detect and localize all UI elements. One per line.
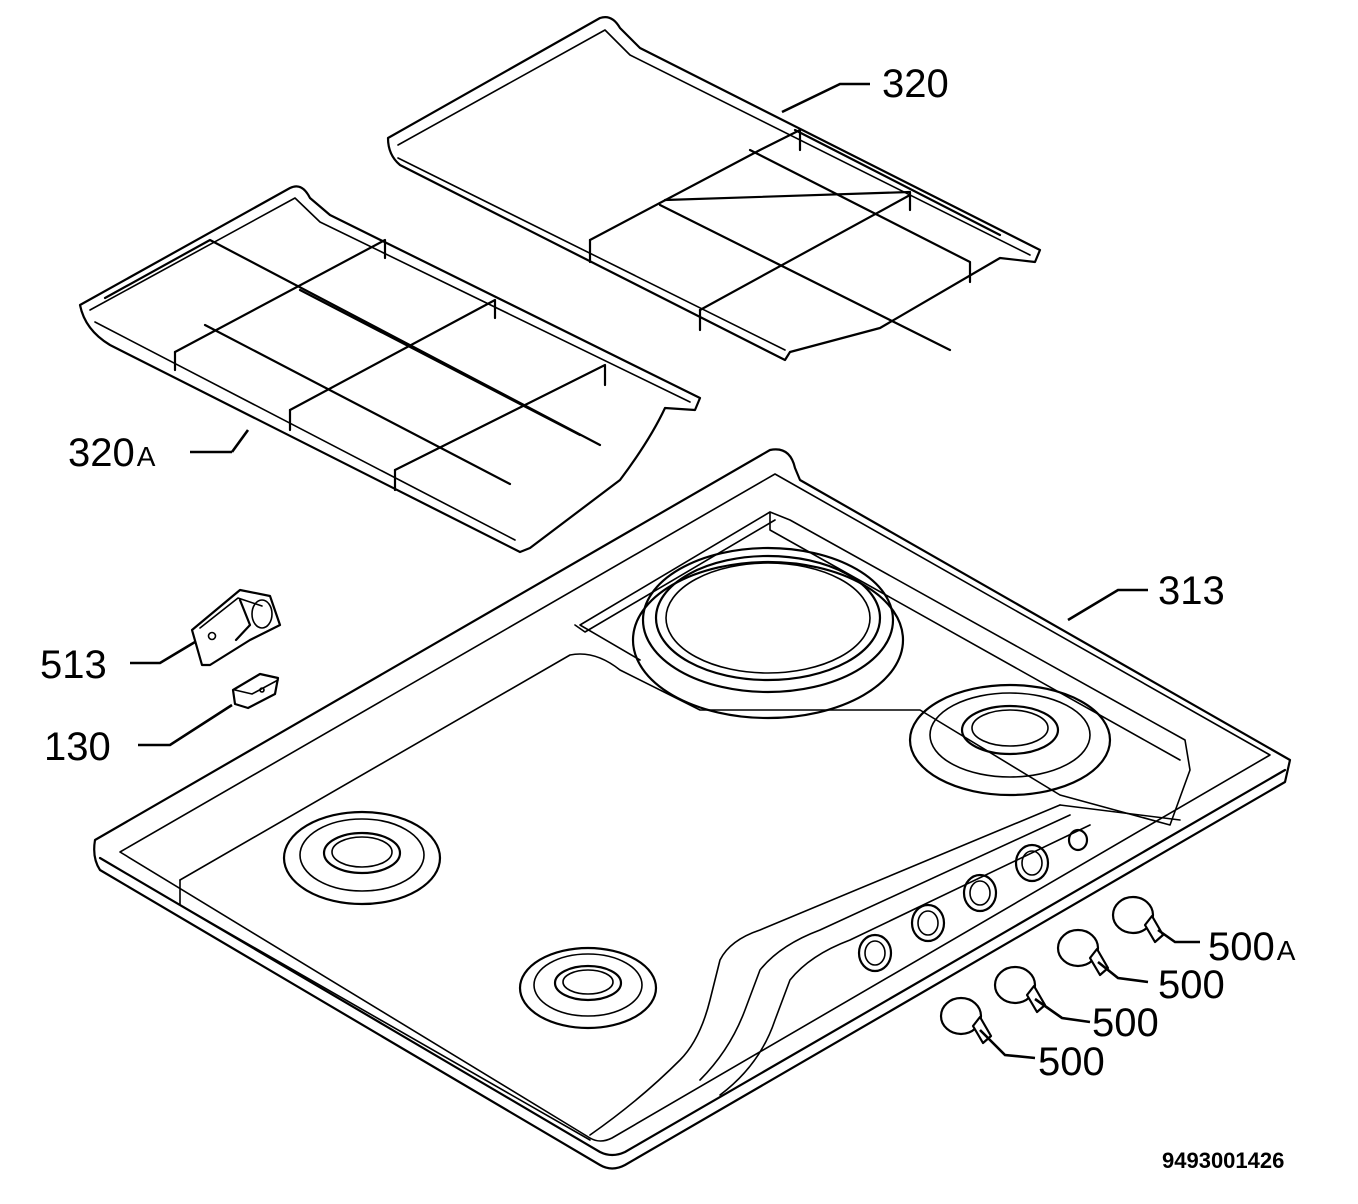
label-500a: 500A <box>1208 925 1296 969</box>
part-labels: 320 320A 313 513 130 500A 500 500 500 94… <box>40 62 1296 1173</box>
control-knobs <box>939 895 1165 1045</box>
knob-500a <box>1111 895 1165 944</box>
document-code: 9493001426 <box>1162 1148 1284 1173</box>
leader-lines <box>130 82 1200 1060</box>
label-320a: 320A <box>68 431 156 475</box>
hob-top-313 <box>93 448 1292 1170</box>
label-130: 130 <box>44 725 111 769</box>
knob-500-3 <box>939 996 993 1045</box>
label-500-3: 500 <box>1038 1040 1105 1084</box>
label-500-1: 500 <box>1158 963 1225 1007</box>
bracket-513 <box>190 588 282 667</box>
pan-support-front-320a <box>78 185 702 554</box>
clip-130 <box>231 672 280 710</box>
label-313: 313 <box>1158 569 1225 613</box>
label-500a-suffix: A <box>1277 935 1296 966</box>
knob-500-1 <box>1056 928 1110 977</box>
label-320: 320 <box>882 62 949 106</box>
label-513: 513 <box>40 643 107 687</box>
label-500-2: 500 <box>1092 1001 1159 1045</box>
label-320a-number: 320 <box>68 431 135 475</box>
knob-holes <box>857 828 1089 973</box>
pan-support-rear-320 <box>386 16 1042 362</box>
label-320a-suffix: A <box>137 441 156 472</box>
knob-500-2 <box>993 965 1047 1014</box>
label-500a-number: 500 <box>1208 925 1275 969</box>
